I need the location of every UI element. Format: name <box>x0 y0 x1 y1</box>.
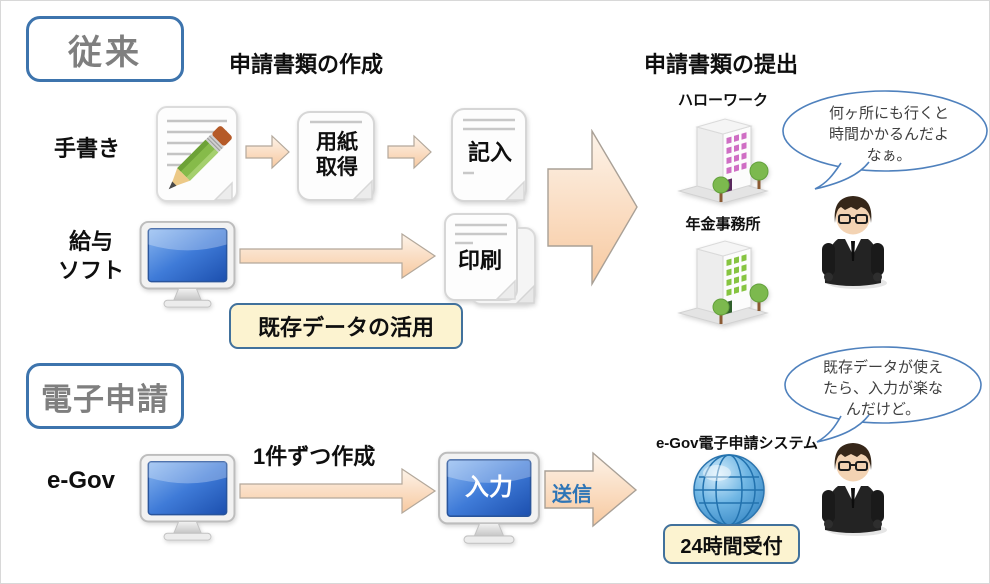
bubble-visit-line3: なぁ。 <box>866 147 912 164</box>
input-monitor-icon <box>438 451 540 544</box>
hello-work-label: ハローワーク <box>677 92 768 109</box>
payroll-label: 給与 ソフト <box>41 227 141 285</box>
electronic-tag: 電子申請 <box>26 363 184 429</box>
egov-label: e-Gov <box>47 467 116 494</box>
pension-office-building-icon <box>677 240 769 326</box>
create-heading: 申請書類の作成 <box>229 52 384 77</box>
egov-system-label: e-Gov電子申請システム <box>655 435 819 452</box>
businessman-icon <box>822 196 887 289</box>
long-arrow-right-icon <box>239 467 437 515</box>
businessman-icon <box>822 443 887 536</box>
electronic-tag-label: 電子申請 <box>41 381 169 417</box>
bubble-reuse-text: 既存データが使え たら、入力が楽な んだけど。 <box>803 357 963 420</box>
payroll-label-line2: ソフト <box>57 258 124 283</box>
pension-office-label: 年金事務所 <box>685 216 761 233</box>
bubble-reuse-line1: 既存データが使え <box>822 359 943 376</box>
speech-bubble <box>782 90 988 190</box>
big-arrow-right-icon <box>547 129 638 287</box>
send-label: 送信 <box>552 484 592 506</box>
reception-24h-callout: 24時間受付 <box>663 524 800 564</box>
bubble-visit-line2: 時間かかるんだよ <box>828 126 949 143</box>
conventional-tag: 従来 <box>26 16 184 82</box>
long-arrow-right-icon <box>239 232 437 280</box>
input-label: 入力 <box>465 474 513 502</box>
speech-bubble <box>784 346 982 443</box>
paper-get-line1: 用紙 <box>316 130 358 154</box>
reception-24h-label: 24時間受付 <box>680 535 783 558</box>
handwriting-label: 手書き <box>54 136 121 161</box>
payroll-label-line1: 給与 <box>68 229 113 254</box>
print-step: 印刷 <box>445 241 515 281</box>
document-pencil-icon <box>156 106 238 202</box>
submit-heading: 申請書類の提出 <box>644 52 799 77</box>
existing-data-callout: 既存データの活用 <box>229 303 463 349</box>
bubble-visit-line1: 何ヶ所にも行くと <box>828 105 949 122</box>
fill-in-step: 記入 <box>450 123 530 183</box>
one-by-one-annotation: 1件ずつ作成 <box>253 444 376 469</box>
bubble-reuse-line3: んだけど。 <box>845 401 921 418</box>
send-arrow-icon <box>544 451 638 528</box>
computer-monitor-icon <box>139 453 236 541</box>
print-label: 印刷 <box>457 247 502 273</box>
arrow-right-icon <box>387 134 432 170</box>
document-icon <box>451 108 527 202</box>
paper-get-line2: 取得 <box>316 156 358 179</box>
hello-work-building-icon <box>677 118 769 204</box>
computer-monitor-icon <box>139 220 236 308</box>
documents-stack-icon <box>444 213 536 305</box>
existing-data-label: 既存データの活用 <box>257 315 434 340</box>
globe-icon <box>693 454 765 526</box>
input-step: 入力 <box>448 461 530 516</box>
fill-in-label: 記入 <box>467 139 512 165</box>
conventional-tag-label: 従来 <box>68 33 142 72</box>
bubble-visit-text: 何ヶ所にも行くと 時間かかるんだよ なぁ。 <box>809 103 969 166</box>
arrow-right-icon <box>245 134 290 170</box>
bubble-reuse-line2: たら、入力が楽な <box>822 380 943 397</box>
paper-get-step: 用紙 取得 <box>296 119 378 191</box>
document-icon <box>297 111 375 201</box>
